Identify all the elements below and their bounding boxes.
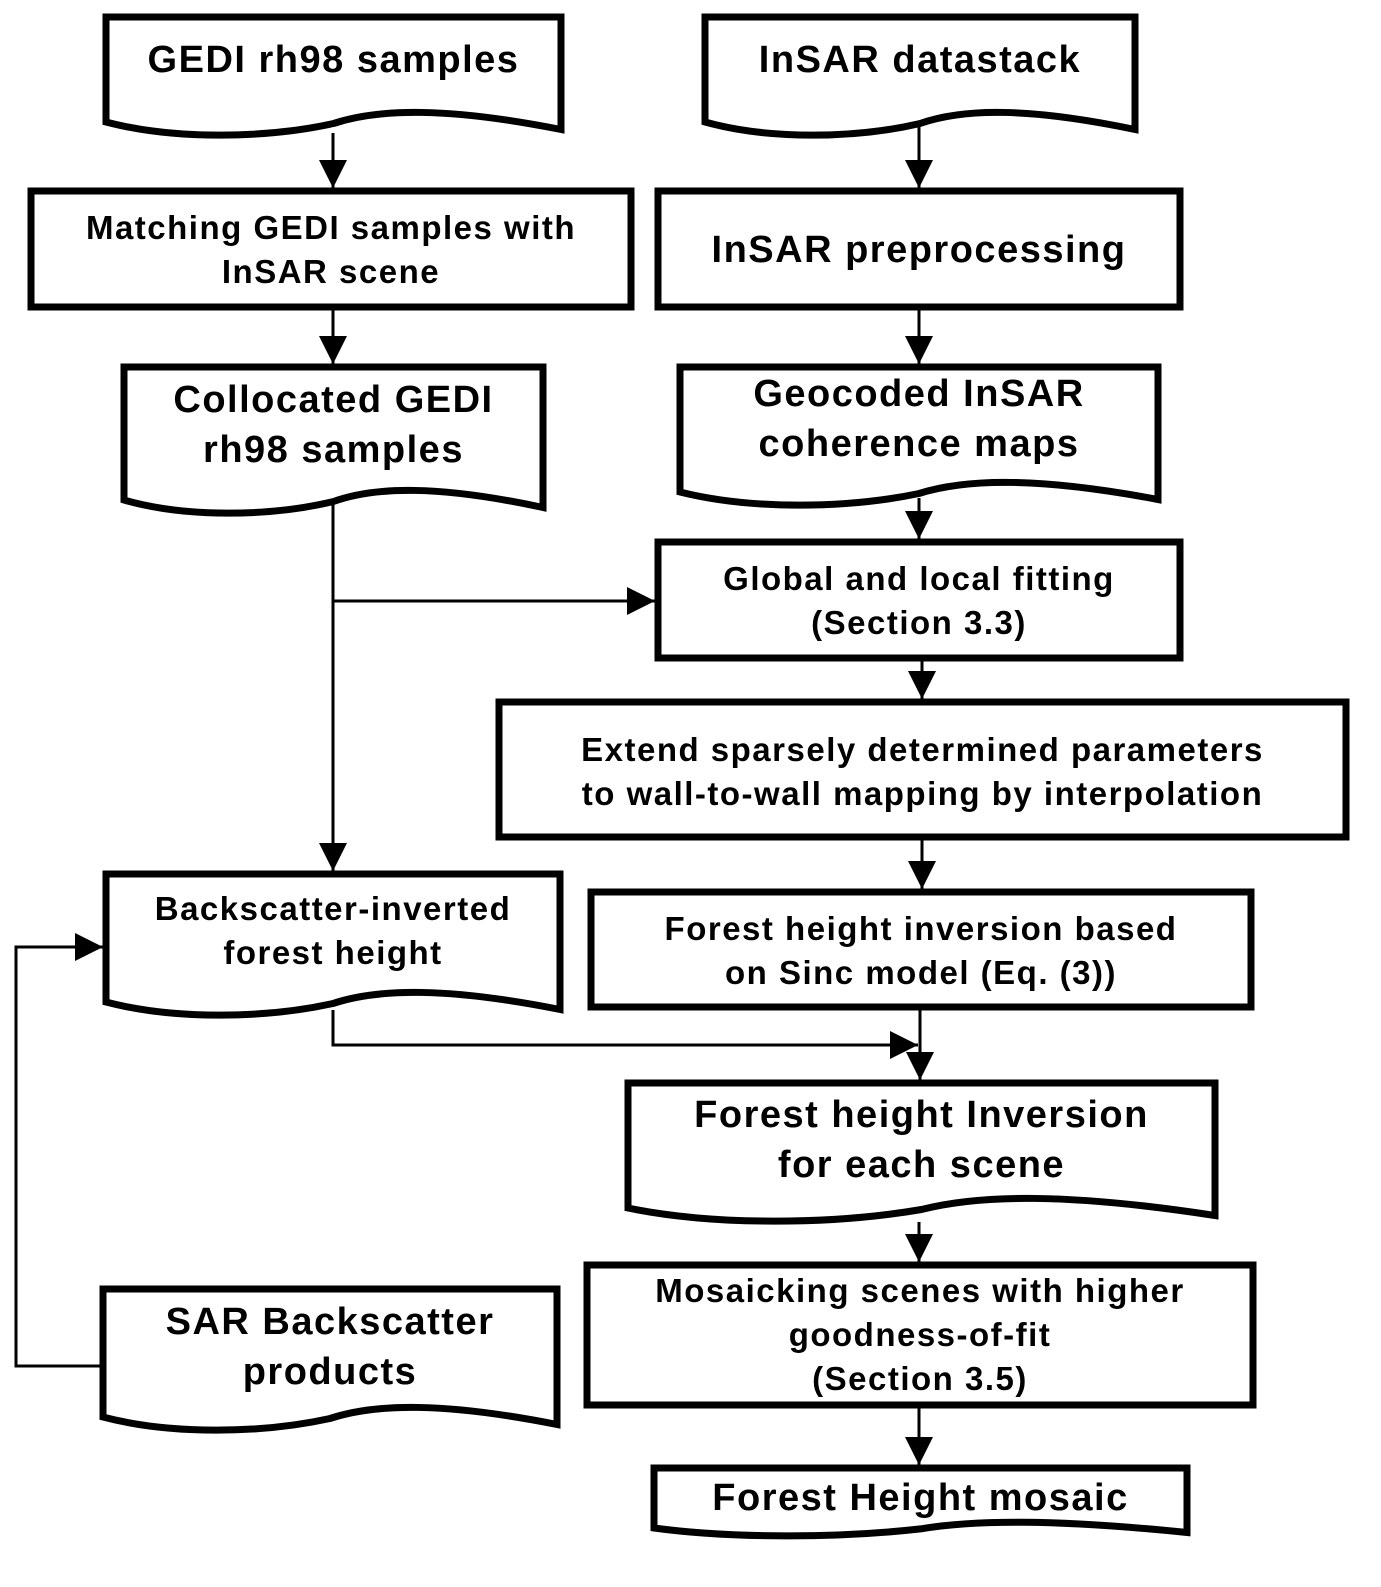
arrowhead-icon [908,671,936,699]
node-label: Extend sparsely determined parameters [581,731,1264,768]
node-geocoded: Geocoded InSAR coherence maps [676,363,1162,509]
document-shape [624,1079,1219,1225]
node-label: Global and local fitting [723,560,1115,597]
arrowhead-icon [319,336,347,364]
process-box [27,187,635,311]
node-preproc: InSAR preprocessing [654,187,1184,311]
document-shape [99,1285,561,1434]
node-label: Mosaicking scenes with higher [655,1272,1184,1309]
node-label: forest height [223,934,442,971]
edge-sar-to-backscatter-inv [14,933,103,1368]
node-label: InSAR datastack [759,39,1081,81]
document-shape [120,363,547,517]
document-shape [650,1464,1191,1540]
arrowhead-icon [908,861,936,889]
process-box [654,538,1184,662]
node-sinc: Forest height inversion based on Sinc mod… [587,888,1255,1011]
node-label: goodness-of-fit [789,1316,1052,1353]
arrowhead-icon [905,336,933,364]
node-collocated: Collocated GEDI rh98 samples [120,363,547,517]
node-label: Forest Height mosaic [712,1477,1128,1519]
node-label: products [243,1351,418,1393]
node-insar: InSAR datastack [701,13,1139,139]
node-scene-inv: Forest height Inversion for each scene [624,1079,1219,1225]
node-label: for each scene [778,1144,1065,1186]
edge-collocated-to-backscatter-inv [319,601,347,871]
node-label: Geocoded InSAR [753,373,1084,415]
arrowhead-icon [319,160,347,188]
edge-geocoded-to-fitting [905,498,933,539]
arrowhead-icon [905,1437,933,1465]
edge-preproc-to-geocoded [905,310,933,364]
edge-collocated-to-fitting [331,505,655,615]
process-box [587,888,1255,1011]
node-mosaic: Forest Height mosaic [650,1464,1191,1540]
node-gedi: GEDI rh98 samples [102,13,565,139]
arrowhead-icon [905,1234,933,1262]
node-label: Forest height Inversion [694,1094,1149,1136]
node-backscatter-inv: Backscatter-inverted forest height [102,870,564,1019]
node-label: Forest height inversion based [665,910,1178,947]
arrowhead-icon [906,1052,934,1080]
edge-fitting-to-extend [908,661,936,699]
document-shape [701,13,1139,139]
connector-line [331,505,655,603]
process-box [654,187,1184,311]
node-label: InSAR scene [222,253,440,290]
edge-backscatter-inv-to-scene-inv [331,1010,918,1059]
node-label: rh98 samples [203,429,464,471]
node-label: Matching GEDI samples with [86,209,576,246]
document-shape [102,870,564,1019]
arrowhead-icon [890,1031,918,1059]
node-fitting: Global and local fitting (Section 3.3) [654,538,1184,662]
edge-sinc-to-scene-inv [906,1010,934,1080]
arrowhead-icon [75,933,103,961]
edge-scene-inv-to-mosaicking [905,1222,933,1262]
edge-match-to-collocated [319,310,347,364]
node-label: (Section 3.5) [812,1360,1028,1397]
node-label: GEDI rh98 samples [148,39,520,81]
arrowhead-icon [905,160,933,188]
node-label: on Sinc model (Eq. (3)) [725,954,1117,991]
arrowhead-icon [905,511,933,539]
arrowhead-icon [627,587,655,615]
node-label: (Section 3.3) [811,604,1027,641]
edge-extend-to-sinc [908,840,936,889]
arrowhead-icon [319,843,347,871]
connector-line [14,945,103,1368]
node-sar: SAR Backscatter products [99,1285,561,1434]
node-label: coherence maps [759,423,1080,465]
node-label: Collocated GEDI [173,379,493,421]
document-shape [676,363,1162,509]
edge-gedi-to-match [319,133,347,188]
node-label: to wall-to-wall mapping by interpolation [582,775,1264,812]
node-mosaicking: Mosaicking scenes with higher goodness-of… [583,1261,1257,1409]
connector-line [331,1010,918,1047]
process-box [583,1261,1257,1409]
node-label: Backscatter-inverted [155,890,512,927]
edge-mosaicking-to-mosaic [905,1408,933,1465]
node-label: InSAR preprocessing [712,229,1127,271]
document-shape [102,13,565,139]
node-label: SAR Backscatter [166,1301,495,1343]
node-extend: Extend sparsely determined parameters to … [495,698,1350,841]
process-box [495,698,1350,841]
edge-insar-to-preproc [905,125,933,188]
edges-layer [14,125,936,1465]
